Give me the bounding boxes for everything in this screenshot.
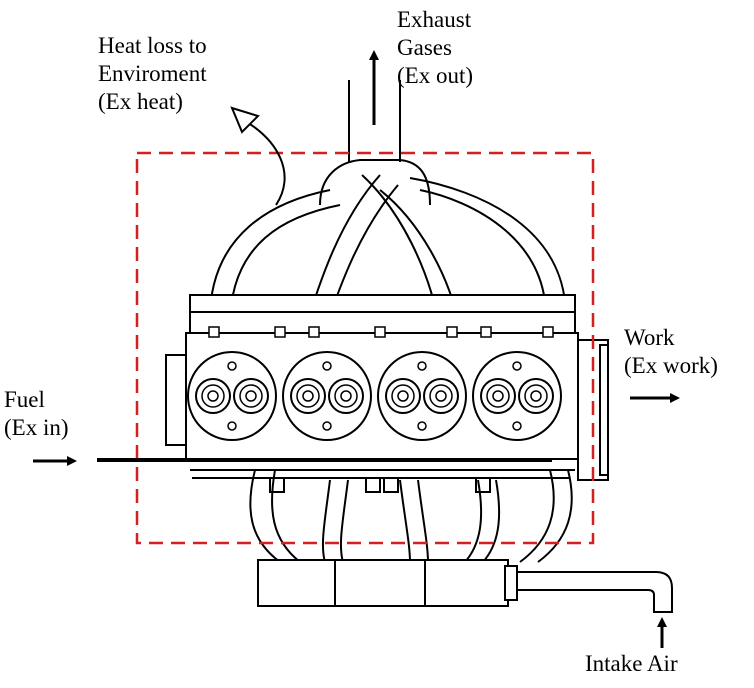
cylinder-bore xyxy=(377,351,467,441)
heat-loss-arrowhead xyxy=(230,106,260,134)
intake-runners xyxy=(249,469,573,563)
heat-loss-label-line3: (Ex heat) xyxy=(98,89,183,114)
head-bolt xyxy=(274,326,286,338)
heat-loss-label-line1: Heat loss to xyxy=(98,33,207,58)
exhaust-label-line1: Exhaust xyxy=(397,7,472,32)
heat-loss-label-line2: Enviroment xyxy=(98,61,207,86)
heat-loss-arrow xyxy=(239,117,286,206)
exhaust-label-line2: Gases xyxy=(397,35,452,60)
head-bolt xyxy=(542,326,554,338)
fuel-label-line1: Fuel xyxy=(4,387,45,412)
cylinder-bores xyxy=(187,326,562,441)
exhaust-label-line3: (Ex out) xyxy=(397,63,474,88)
cylinder-bore xyxy=(472,351,562,441)
cylinder-bore xyxy=(187,351,277,441)
fuel-label: Fuel (Ex in) xyxy=(4,386,69,442)
fuel-label-line2: (Ex in) xyxy=(4,415,69,440)
intake-plenum xyxy=(257,559,518,607)
work-label-line2: (Ex work) xyxy=(624,353,718,378)
intake-air-label: Intake Air xyxy=(585,651,678,676)
head-bolt xyxy=(480,326,492,338)
intake-pipe xyxy=(517,571,673,613)
exhaust-outlet xyxy=(348,80,401,162)
work-label-line1: Work xyxy=(624,325,675,350)
head-bolt xyxy=(374,326,386,338)
system-boundary xyxy=(135,151,595,545)
head-bolt xyxy=(208,326,220,338)
cylinder-bore xyxy=(282,351,372,441)
head-bolt xyxy=(308,326,320,338)
exhaust-label: Exhaust Gases (Ex out) xyxy=(397,6,473,90)
head-bolt xyxy=(446,326,458,338)
heat-loss-label: Heat loss to Enviroment (Ex heat) xyxy=(98,32,207,116)
work-label: Work (Ex work) xyxy=(624,324,718,380)
